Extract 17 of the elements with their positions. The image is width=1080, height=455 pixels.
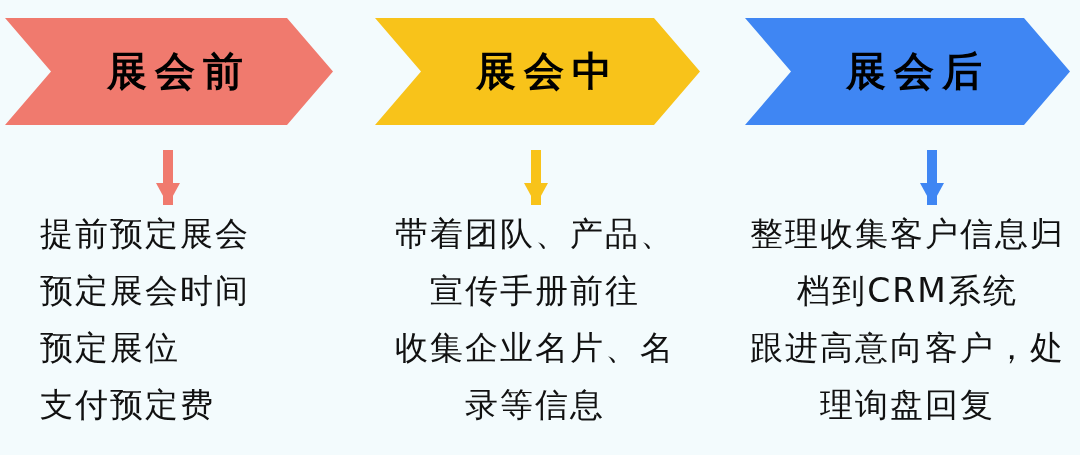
task-text: 支付预定费	[40, 384, 216, 426]
arrow	[156, 150, 180, 205]
task-text: 带着团队、产品、宣传手册前往	[394, 213, 676, 312]
arrow	[920, 150, 944, 205]
chevron-banner	[375, 18, 700, 125]
task-text: 预定展位	[40, 327, 181, 369]
task-text: 收集企业名片、名录等信息	[394, 327, 676, 426]
arrow	[524, 150, 548, 205]
stage-title: 展会中	[475, 47, 620, 96]
task-text: 提前预定展会	[40, 213, 251, 255]
task-text: 整理收集客户信息归档到CRM系统	[749, 213, 1066, 312]
stage-title: 展会后	[845, 47, 990, 96]
task-text: 跟进高意向客户，处理询盘回复	[749, 327, 1066, 426]
stage-title: 展会前	[107, 47, 251, 96]
chevron-banner	[5, 18, 333, 125]
chevron-banner	[745, 18, 1070, 125]
task-text: 预定展会时间	[40, 270, 251, 312]
